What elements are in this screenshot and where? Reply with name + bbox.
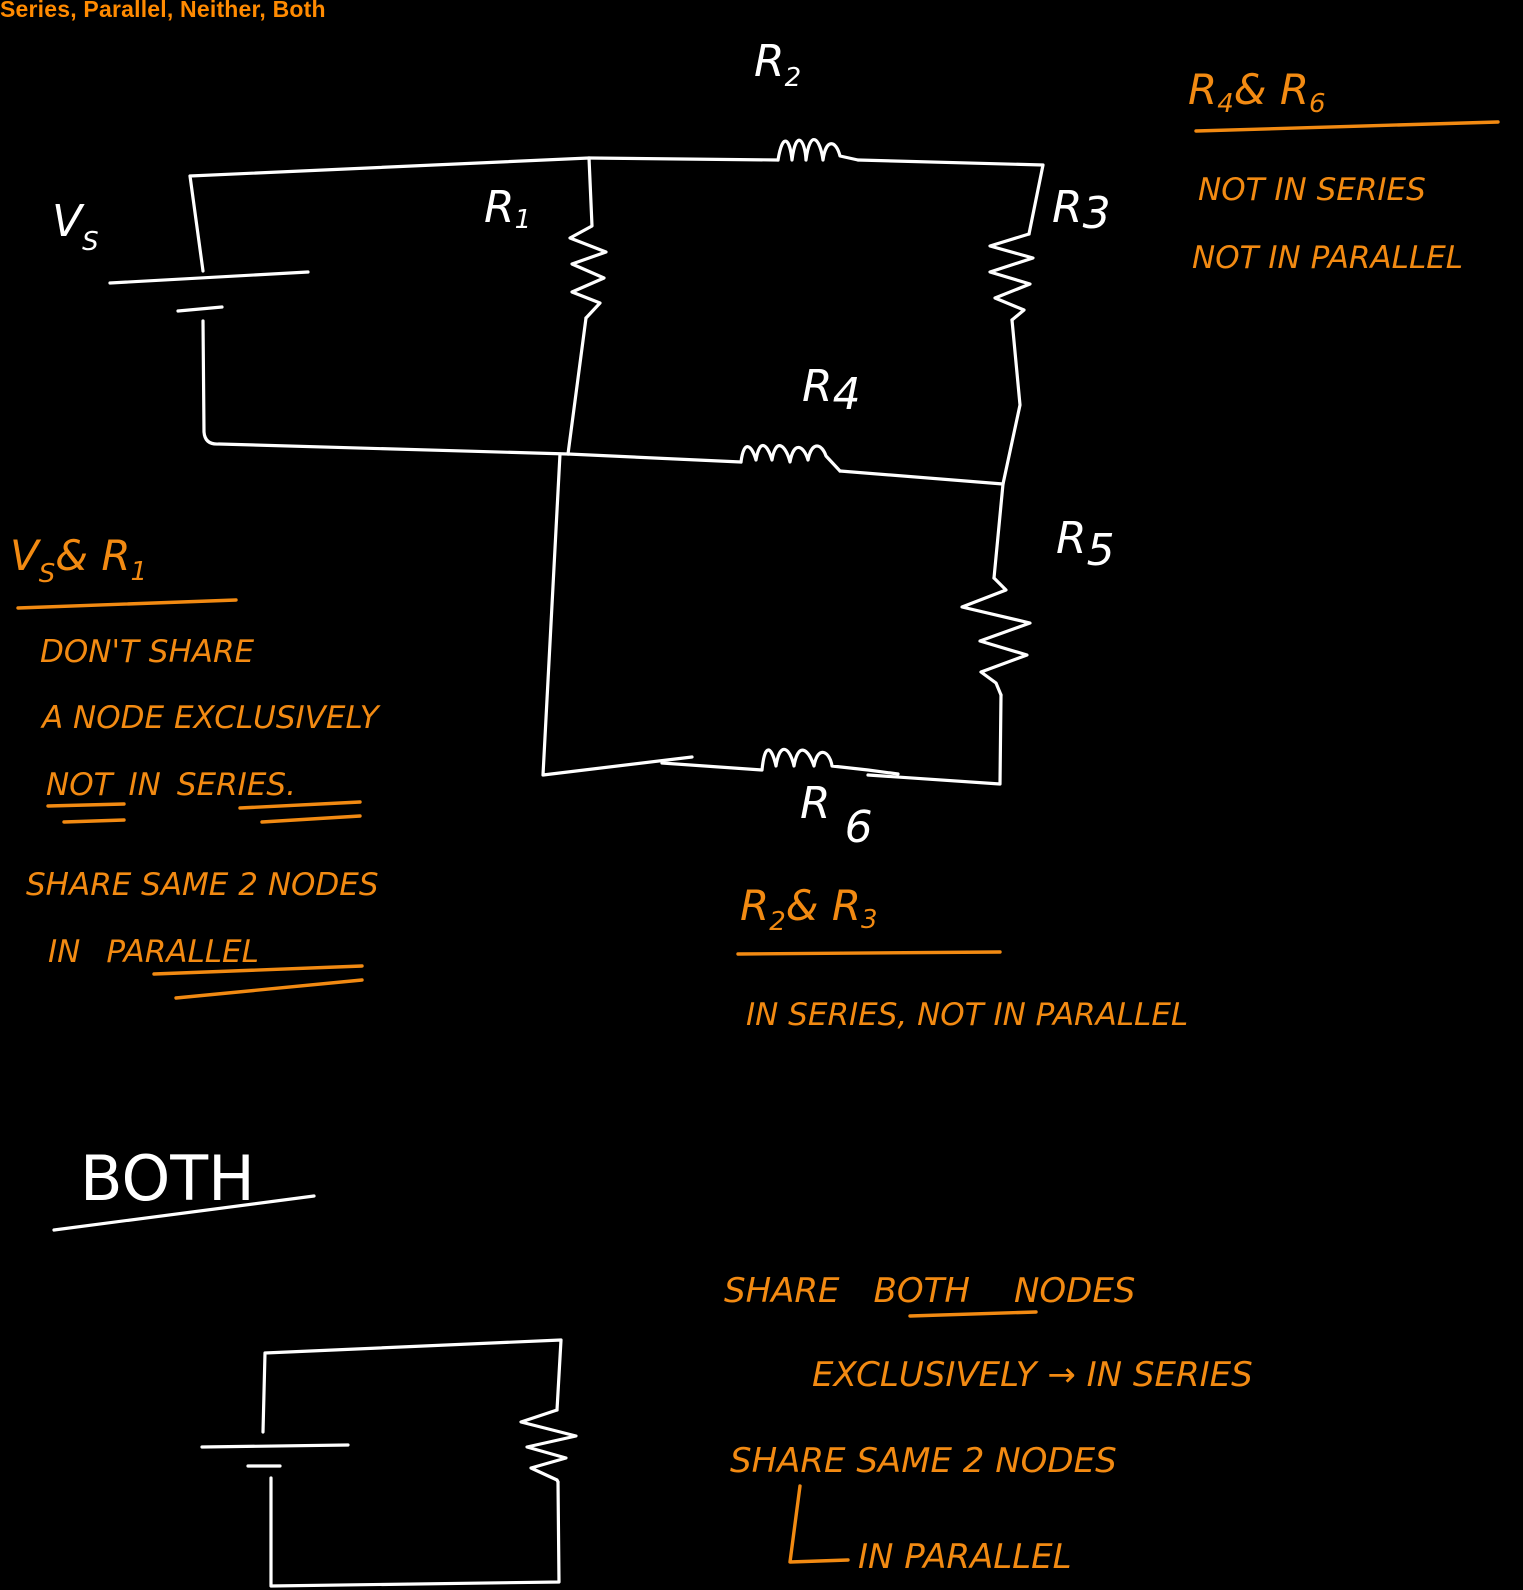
- resistor-r1: [568, 156, 608, 320]
- wire-r1-down: [566, 316, 588, 456]
- notes-r4-r6: R4& R6 NOT IN SERIES NOT IN PARALLEL: [1188, 65, 1500, 276]
- note-r2-r3-line1: IN SERIES, NOT IN PARALLEL: [746, 997, 1188, 1033]
- underline-both-heading: [52, 1194, 316, 1232]
- note-r4-r6-line2: NOT IN PARALLEL: [1192, 240, 1463, 276]
- underline-r2-r3: [736, 950, 1002, 956]
- note-vs-r1-line2: A NODE EXCLUSIVELY: [40, 700, 381, 736]
- note-r2-r3-heading: R2& R3: [740, 881, 878, 937]
- underline-parallel: [152, 964, 364, 1000]
- underline-both-word: [908, 1310, 1038, 1318]
- note-both-line4: IN PARALLEL: [858, 1537, 1072, 1577]
- main-circuit: [108, 137, 1045, 786]
- wire-top-left: [188, 156, 591, 273]
- underline-r4-r6: [1194, 120, 1500, 133]
- both-circuit-top: [261, 1338, 563, 1434]
- underline-series: [238, 800, 362, 824]
- wire-mid-left: [566, 452, 743, 464]
- page-title: Series, Parallel, Neither, Both: [0, 0, 326, 22]
- wire-bottom-left: [201, 319, 570, 456]
- wire-r5-up: [992, 482, 1005, 580]
- note-r4-r6-line1: NOT IN SERIES: [1198, 172, 1426, 208]
- wire-top-right: [856, 158, 1045, 236]
- both-circuit-resistor: [519, 1408, 578, 1484]
- battery-short-plate: [176, 305, 224, 313]
- both-battery-long: [200, 1443, 350, 1449]
- resistor-r2: [776, 137, 860, 162]
- wire-mid-right: [838, 469, 1005, 486]
- notes-vs-r1: VS& R1 DON'T SHARE A NODE EXCLUSIVELY NO…: [10, 531, 381, 1000]
- both-circuit-bottom: [269, 1476, 561, 1588]
- note-both-line3: SHARE SAME 2 NODES: [730, 1441, 1117, 1481]
- note-vs-r1-heading: VS& R1: [10, 531, 147, 589]
- resistor-r3: [988, 232, 1035, 322]
- underline-vs-r1-heading: [16, 598, 238, 610]
- resistor-r4: [739, 444, 842, 473]
- label-r2: R2: [754, 36, 801, 93]
- label-r5: R5: [1056, 513, 1115, 576]
- wire-lower-bottom-right: [866, 693, 1003, 786]
- resistor-r6: [660, 747, 900, 776]
- wire-top-mid: [587, 156, 780, 162]
- note-vs-r1-line1: DON'T SHARE: [40, 634, 255, 670]
- arrow-to-parallel: [788, 1484, 850, 1564]
- note-r4-r6-heading: R4& R6: [1188, 65, 1326, 119]
- notes-r2-r3: R2& R3 IN SERIES, NOT IN PARALLEL: [736, 881, 1188, 1033]
- battery-long-plate: [108, 270, 310, 285]
- note-vs-r1-line4: SHARE SAME 2 NODES: [26, 867, 379, 903]
- wire-lower-left: [541, 452, 694, 777]
- label-r3: R3: [1052, 182, 1111, 239]
- label-r1: R1: [484, 182, 531, 235]
- underline-not: [46, 802, 126, 824]
- resistor-r5: [960, 576, 1032, 697]
- note-both-line2: EXCLUSIVELY → IN SERIES: [812, 1355, 1253, 1395]
- wire-right-mid: [1001, 318, 1022, 486]
- label-vs: VS: [52, 196, 99, 257]
- label-r4: R4: [802, 361, 861, 420]
- both-heading: BOTH: [80, 1142, 255, 1215]
